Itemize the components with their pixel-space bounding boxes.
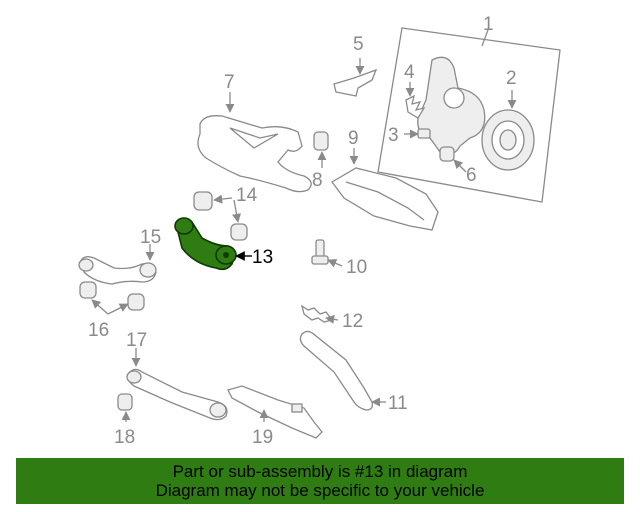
callout-2: 2 <box>506 68 517 89</box>
part-3-bolt <box>404 128 431 139</box>
callout-8: 8 <box>312 170 323 191</box>
part-11-lower-arm <box>299 330 386 411</box>
part-4-clip <box>405 82 426 119</box>
callout-10: 10 <box>346 257 367 278</box>
part-7-upper-arm <box>197 92 312 193</box>
callout-4: 4 <box>404 62 415 83</box>
part-15-link <box>78 244 157 285</box>
part-10-stud <box>311 239 343 268</box>
part-2-hub-bearing <box>481 90 535 171</box>
callout-6: 6 <box>466 165 477 186</box>
part-12-clip <box>300 304 339 324</box>
part-17-lower-link <box>126 348 228 421</box>
part-19-guard <box>227 385 323 439</box>
callout-13: 13 <box>252 247 273 268</box>
part-6-bushing <box>439 146 467 173</box>
callout-15: 15 <box>140 227 161 248</box>
callout-7: 7 <box>224 72 235 93</box>
part-9-shield <box>331 148 439 231</box>
part-13-control-arm-highlighted <box>174 217 252 271</box>
callout-16: 16 <box>88 320 109 341</box>
callout-5: 5 <box>353 34 364 55</box>
part-8-bushing <box>313 131 329 168</box>
callout-3: 3 <box>388 125 399 146</box>
callout-17: 17 <box>126 330 147 351</box>
info-banner: Part or sub-assembly is #13 in diagram D… <box>16 458 624 504</box>
callout-12: 12 <box>342 311 363 332</box>
callout-1: 1 <box>483 14 494 35</box>
parts-diagram: 1 2 3 4 5 6 7 8 9 10 11 12 13 14 15 16 1… <box>78 14 561 448</box>
callout-11: 11 <box>388 393 408 414</box>
callout-9: 9 <box>348 128 359 149</box>
banner-line-1: Part or sub-assembly is #13 in diagram <box>172 462 468 481</box>
part-16-bushings <box>79 281 145 315</box>
part-14-bushings <box>193 191 248 241</box>
part-5-bracket <box>333 58 378 97</box>
part-18-bushing <box>117 393 133 422</box>
callout-18: 18 <box>114 427 135 448</box>
callout-14: 14 <box>236 185 258 206</box>
banner-line-2: Diagram may not be specific to your vehi… <box>155 481 485 500</box>
callout-19: 19 <box>252 427 273 448</box>
